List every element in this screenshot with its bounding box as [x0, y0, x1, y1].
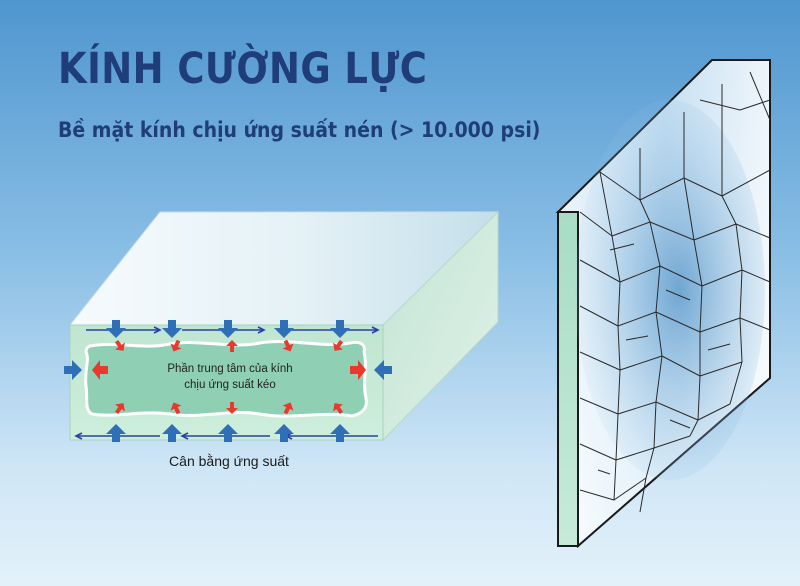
stress-balance-label: Cân bằng ứng suất: [169, 453, 289, 469]
pane-blue-tint: [575, 100, 765, 480]
core-label-line-1: Phần trung tâm của kính: [167, 363, 292, 375]
pane-edge-face: [557, 211, 579, 547]
page-subtitle: Bề mặt kính chịu ứng suất nén (> 10.000 …: [58, 118, 541, 142]
compression-arrows: [64, 320, 392, 442]
page-title: KÍNH CƯỜNG LỰC: [58, 44, 428, 94]
tension-core-region: [84, 340, 368, 418]
shattered-glass-pane: [555, 59, 771, 549]
fracture-pattern: [579, 71, 771, 513]
glass-slab: Phần trung tâm của kính chịu ứng suất ké…: [64, 210, 500, 469]
core-label-line-2: chịu ứng suất kéo: [184, 379, 275, 391]
tension-arrows: [92, 339, 366, 415]
